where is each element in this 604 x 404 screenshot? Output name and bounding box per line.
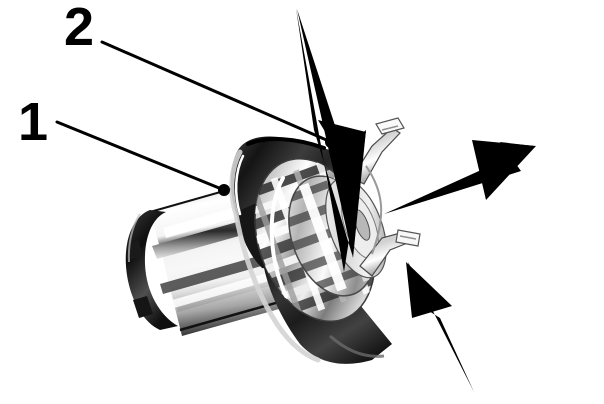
retaining-clip-upper-groove — [381, 125, 399, 131]
callout-leader-1 — [55, 120, 230, 196]
arrow-top-head — [318, 120, 366, 176]
callout-number-2: 2 — [64, 0, 94, 57]
callout-number-1: 1 — [18, 92, 48, 152]
rotor-rim-highlight — [269, 176, 288, 298]
callout-leader-line-2 — [100, 40, 333, 144]
callout-leader-dot-1 — [218, 184, 230, 196]
flange-top-bevel — [246, 137, 326, 150]
retaining-clip-lower-groove — [399, 235, 417, 240]
end-cap-lug-upper — [127, 240, 142, 260]
arrow-bottom-head — [406, 262, 452, 318]
arrow-right-head — [472, 140, 536, 200]
flange-rim-specular — [234, 154, 245, 216]
retaining-clip-upper-arm — [351, 127, 401, 185]
component-rotor-assembly — [125, 117, 421, 364]
rotor-inner-spoke — [299, 182, 347, 292]
callout-leader-line-1 — [55, 120, 226, 192]
end-cap-highlight — [127, 213, 141, 263]
end-cap-lug-lower — [133, 296, 153, 318]
callout-leader-2 — [100, 40, 337, 148]
direction-arrows — [296, 8, 536, 392]
flange-lower-edge-gloss — [329, 334, 385, 358]
end-cap — [125, 210, 178, 330]
rotor-separator — [249, 184, 304, 319]
retaining-clip-upper-hook — [375, 117, 405, 135]
retaining-clip-spring — [365, 165, 383, 255]
retaining-clip — [351, 117, 421, 277]
flange-rim-highlight — [229, 149, 321, 363]
